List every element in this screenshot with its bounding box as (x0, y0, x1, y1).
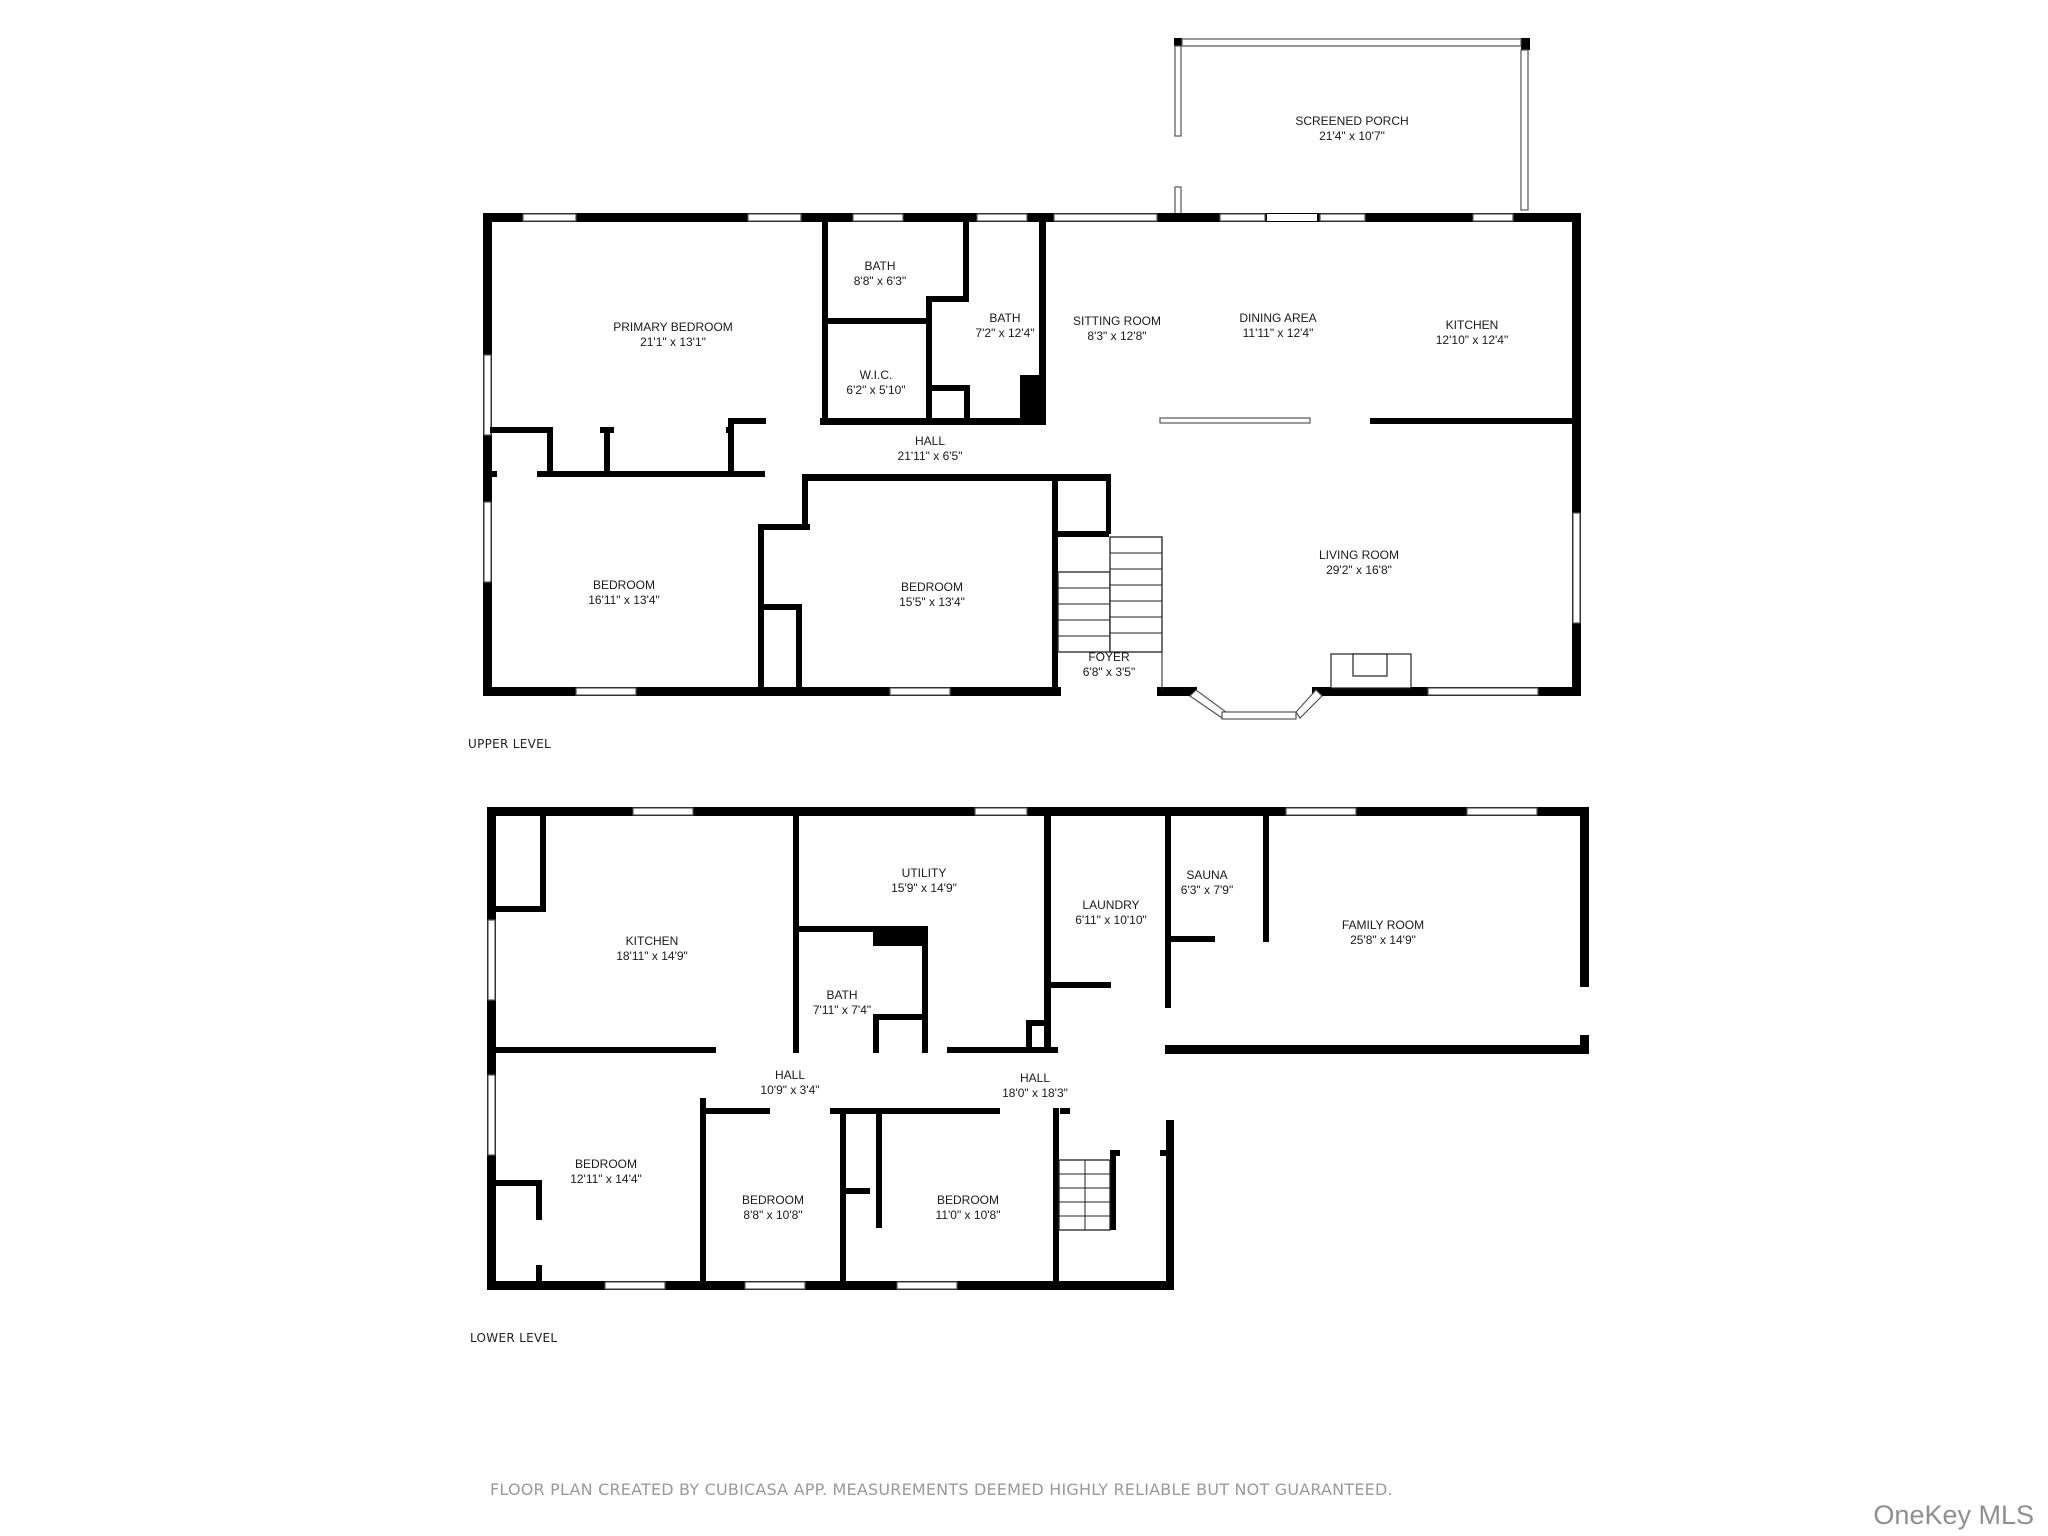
room-sitting-room: SITTING ROOM 8'3" x 12'8" (1073, 314, 1161, 344)
room-dims: 15'9" x 14'9" (891, 881, 957, 895)
room-dims: 6'8" x 3'5" (1082, 665, 1136, 679)
room-name: BEDROOM (592, 578, 656, 592)
room-name: SITTING ROOM (1073, 314, 1161, 328)
room-foyer: FOYER 6'8" x 3'5" (1083, 650, 1135, 680)
upper-level-walls (483, 38, 1581, 720)
lower-level-walls (487, 807, 1589, 1290)
room-dims: 29'2" x 16'8" (1326, 563, 1392, 577)
room-dims: 16'11" x 13'4" (588, 593, 660, 607)
upper-level-label: UPPER LEVEL (468, 737, 552, 751)
room-bath-lower: BATH 7'11" x 7'4" (813, 988, 871, 1018)
room-walk-in-closet: W.I.C. 6'2" x 5'10" (846, 368, 905, 398)
room-dims: 11'0" x 10'8" (935, 1208, 1001, 1222)
room-dims: 18'11" x 14'9" (616, 949, 688, 963)
room-name: FOYER (1088, 650, 1130, 664)
room-laundry: LAUNDRY 6'11" x 10'10" (1075, 898, 1147, 928)
room-screened-porch: SCREENED PORCH 21'4" x 10'7" (1295, 114, 1408, 144)
room-dims: 11'11" x 12'4" (1242, 326, 1314, 340)
room-dims: 12'10" x 12'4" (1435, 333, 1509, 347)
room-dims: 6'3" x 7'9" (1180, 883, 1234, 897)
room-dims: 8'8" x 10'8" (743, 1208, 803, 1222)
room-bath-hall: BATH 7'2" x 12'4" (975, 311, 1034, 341)
room-name: SAUNA (1186, 868, 1228, 882)
room-dims: 15'5" x 13'4" (899, 595, 965, 609)
room-bedroom-lower-west: BEDROOM 12'11" x 14'4" (570, 1157, 642, 1187)
room-dims: 6'11" x 10'10" (1075, 913, 1147, 927)
room-name: LAUNDRY (1082, 898, 1140, 912)
room-name: HALL (1019, 1071, 1051, 1085)
room-dims: 8'8" x 6'3" (853, 274, 907, 288)
room-kitchen-lower: KITCHEN 18'11" x 14'9" (616, 934, 688, 964)
room-name: KITCHEN (625, 934, 679, 948)
room-name: BEDROOM (574, 1157, 638, 1171)
room-family-room: FAMILY ROOM 25'8" x 14'9" (1342, 918, 1424, 948)
room-bedroom-west: BEDROOM 16'11" x 13'4" (588, 578, 660, 608)
room-dims: 10'9" x 3'4" (760, 1083, 820, 1097)
room-name: PRIMARY BEDROOM (613, 320, 733, 334)
room-name: UTILITY (901, 866, 947, 880)
room-dims: 8'3" x 12'8" (1087, 329, 1147, 343)
room-name: BATH (989, 311, 1021, 325)
room-hall-lower-west: HALL 10'9" x 3'4" (760, 1068, 819, 1098)
room-living-room: LIVING ROOM 29'2" x 16'8" (1319, 548, 1399, 578)
room-dims: 6'2" x 5'10" (846, 383, 906, 397)
room-bedroom-lower-east: BEDROOM 11'0" x 10'8" (936, 1193, 1001, 1223)
room-name: BATH (864, 259, 896, 273)
room-name: DINING AREA (1239, 311, 1317, 325)
room-dims: 21'4" x 10'7" (1319, 129, 1385, 143)
room-bath-primary: BATH 8'8" x 6'3" (854, 259, 906, 289)
room-name: LIVING ROOM (1318, 548, 1400, 562)
room-hall-lower-east: HALL 18'0" x 18'3" (1002, 1071, 1068, 1101)
upper-stairs (1057, 536, 1163, 690)
room-name: HALL (914, 434, 946, 448)
room-name: BEDROOM (741, 1193, 805, 1207)
room-name: BEDROOM (936, 1193, 1000, 1207)
room-name: KITCHEN (1445, 318, 1499, 332)
room-kitchen-upper: KITCHEN 12'10" x 12'4" (1436, 318, 1509, 348)
room-dining-area: DINING AREA 11'11" x 12'4" (1239, 311, 1316, 341)
room-dims: 12'11" x 14'4" (570, 1172, 642, 1186)
room-dims: 21'1" x 13'1" (640, 335, 706, 349)
brand-watermark: OneKey MLS (1873, 1500, 2034, 1530)
disclaimer-text: FLOOR PLAN CREATED BY CUBICASA APP. MEAS… (490, 1480, 1393, 1499)
lower-stairs (1058, 1159, 1111, 1231)
room-bedroom-lower-center: BEDROOM 8'8" x 10'8" (742, 1193, 804, 1223)
room-dims: 18'0" x 18'3" (1002, 1086, 1068, 1100)
room-sauna: SAUNA 6'3" x 7'9" (1181, 868, 1233, 898)
lower-level-label: LOWER LEVEL (470, 1331, 558, 1345)
room-bedroom-center: BEDROOM 15'5" x 13'4" (899, 580, 965, 610)
room-dims: 25'8" x 14'9" (1350, 933, 1416, 947)
room-name: W.I.C. (859, 368, 893, 382)
room-name: FAMILY ROOM (1341, 918, 1425, 932)
room-utility: UTILITY 15'9" x 14'9" (891, 866, 957, 896)
room-name: SCREENED PORCH (1295, 114, 1409, 128)
room-name: BATH (826, 988, 858, 1002)
room-dims: 7'2" x 12'4" (975, 326, 1035, 340)
room-dims: 21'11" x 6'5" (897, 449, 963, 463)
room-dims: 7'11" x 7'4" (812, 1003, 872, 1017)
room-primary-bedroom: PRIMARY BEDROOM 21'1" x 13'1" (613, 320, 733, 350)
room-name: BEDROOM (900, 580, 963, 594)
room-name: HALL (774, 1068, 806, 1082)
room-hall-upper: HALL 21'11" x 6'5" (898, 434, 963, 464)
